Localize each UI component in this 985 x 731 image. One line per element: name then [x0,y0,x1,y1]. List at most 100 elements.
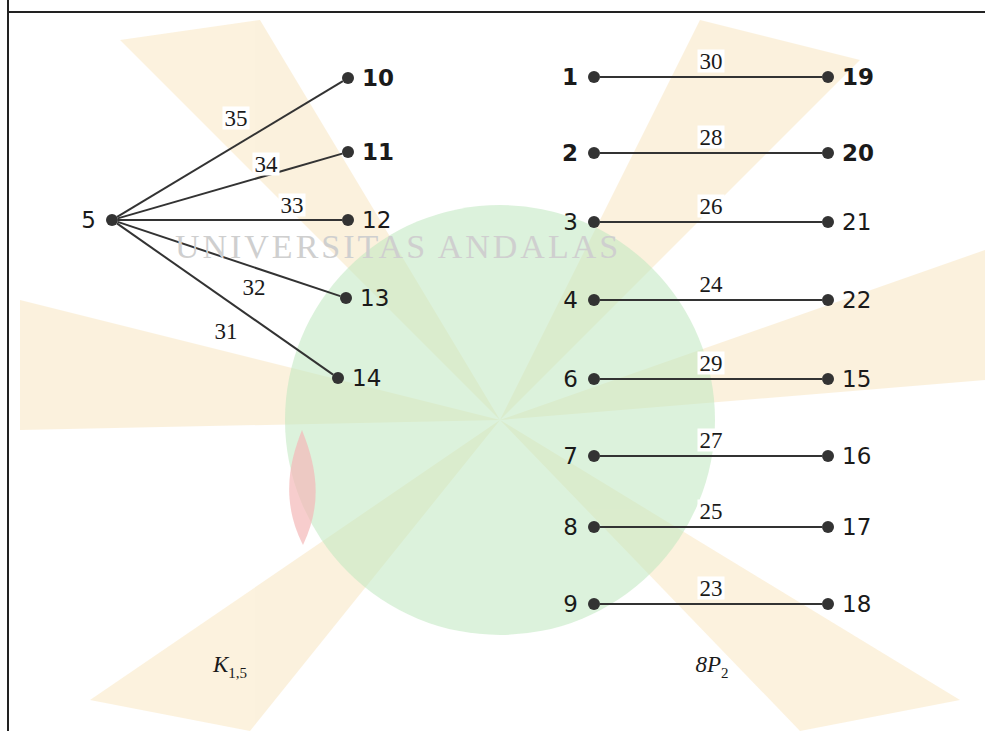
vertex-label: 5 [81,207,96,233]
vertex-dot [342,146,354,158]
graph-name-subscript: 2 [721,665,729,681]
vertex-label: 4 [563,287,578,313]
graph-edge [600,378,822,380]
vertex-dot [340,292,352,304]
graph-vertex: 17 [822,521,834,533]
graph-vertex: 11 [342,146,354,158]
graph-vertex: 13 [340,292,352,304]
graph-vertex: 21 [822,216,834,228]
watermark-logo [285,205,715,635]
vertex-dot [588,598,600,610]
vertex-label: 14 [352,365,381,391]
graph-vertex: 3 [588,216,600,228]
frame-line [7,0,9,731]
edge-weight: 25 [698,500,725,523]
edge-weight: 31 [213,320,240,343]
vertex-dot [822,147,834,159]
vertex-label: 21 [842,209,871,235]
vertex-label: 1 [562,64,578,90]
edge-weight: 23 [698,577,725,600]
graph-name-subscript: 1,5 [228,665,247,681]
vertex-label: 3 [563,209,578,235]
vertex-dot [822,294,834,306]
graph-vertex: 1 [588,71,600,83]
graph-name-main: 8P [695,652,721,677]
graph-edge [118,154,342,219]
graph-vertex: 6 [588,373,600,385]
graph-vertex: 2 [588,147,600,159]
vertex-dot [822,373,834,385]
edge-weight: 34 [253,153,280,176]
vertex-label: 9 [563,591,578,617]
graph-vertex: 12 [342,214,354,226]
graph-edge [600,603,822,605]
vertex-dot [822,216,834,228]
watermark-flame [289,430,316,545]
edge-weight: 30 [698,50,725,73]
vertex-dot [822,598,834,610]
vertex-label: 22 [842,287,871,313]
watermark-text: UNIVERSITAS ANDALAS [175,228,621,266]
vertex-dot [342,72,354,84]
vertex-dot [822,450,834,462]
watermark-rays [20,20,985,731]
graph-edge [600,76,822,78]
vertex-dot [332,372,344,384]
vertex-label: 6 [563,366,578,392]
graph-vertex: 14 [332,372,344,384]
vertex-label: 18 [842,591,871,617]
vertex-label: 19 [842,64,874,90]
edge-weight: 28 [698,126,725,149]
graph-name: 8P2 [695,652,728,682]
graph-vertex: 15 [822,373,834,385]
edge-weight: 29 [698,352,725,375]
graph-vertex: 19 [822,71,834,83]
graph-edge [600,526,822,528]
edge-weight: 35 [223,107,250,130]
vertex-dot [588,294,600,306]
edge-weight: 32 [241,276,268,299]
frame-line [8,11,985,13]
vertex-dot [588,450,600,462]
graph-vertex: 9 [588,598,600,610]
graph-vertex: 22 [822,294,834,306]
graph-vertex: 8 [588,521,600,533]
vertex-label: 15 [842,366,871,392]
graph-edge [600,152,822,154]
graph-edge [118,219,342,221]
vertex-label: 20 [842,140,874,166]
graph-edge [117,81,343,217]
edge-weight: 27 [698,429,725,452]
vertex-dot [588,71,600,83]
vertex-label: 13 [360,285,389,311]
vertex-dot [822,71,834,83]
graph-vertex: 16 [822,450,834,462]
graph-edge [600,455,822,457]
graph-vertex: 7 [588,450,600,462]
vertex-dot [588,147,600,159]
vertex-label: 17 [842,514,871,540]
graph-edge [600,221,822,223]
vertex-label: 8 [563,514,578,540]
graph-name: K1,5 [213,652,247,682]
vertex-label: 7 [563,443,578,469]
vertex-dot [588,373,600,385]
vertex-label: 10 [362,65,394,91]
graph-vertex: 5 [106,214,118,226]
graph-edge [600,299,822,301]
graph-name-main: K [213,652,228,677]
edge-weight: 33 [279,194,306,217]
vertex-label: 16 [842,443,871,469]
vertex-label: 12 [362,207,391,233]
vertex-dot [106,214,118,226]
vertex-dot [822,521,834,533]
edge-weight: 26 [698,195,725,218]
graph-vertex: 10 [342,72,354,84]
graph-vertex: 4 [588,294,600,306]
edge-weight: 24 [698,273,725,296]
vertex-dot [342,214,354,226]
vertex-label: 2 [562,140,578,166]
vertex-dot [588,521,600,533]
